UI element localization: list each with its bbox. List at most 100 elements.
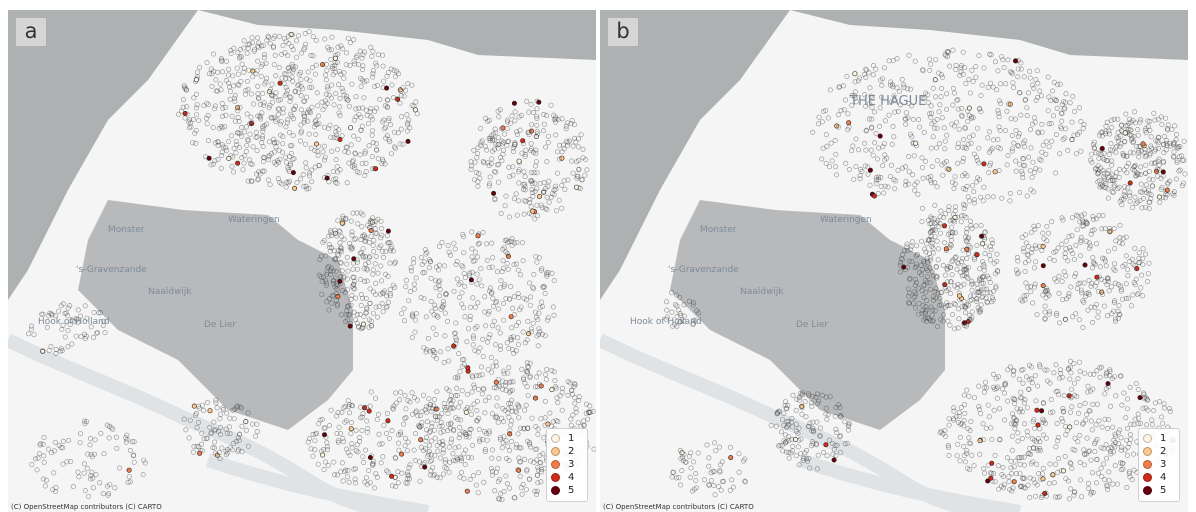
map-point — [1012, 116, 1018, 122]
map-point — [1058, 370, 1064, 376]
map-point — [220, 69, 226, 75]
map-point — [370, 461, 376, 467]
map-point — [1032, 493, 1038, 499]
map-attribution[interactable]: (C) OpenStreetMap contributors (C) CARTO — [11, 503, 162, 511]
map-point — [520, 138, 526, 144]
map-point — [886, 112, 892, 118]
map-point — [1089, 427, 1095, 433]
map-point — [385, 469, 391, 475]
map-point — [995, 107, 1001, 113]
map-point — [193, 128, 199, 134]
map-point — [1076, 129, 1082, 135]
map-point — [1042, 367, 1048, 373]
map-point — [534, 131, 540, 137]
map-point — [131, 439, 137, 445]
map-point — [501, 371, 507, 377]
map-point — [367, 109, 373, 115]
map-point — [926, 56, 932, 62]
map-point — [238, 54, 244, 60]
map-point — [496, 114, 502, 120]
map-point — [34, 467, 40, 473]
map-point — [920, 205, 926, 211]
map-point — [533, 314, 539, 320]
map-point — [337, 280, 343, 286]
map-point — [338, 273, 344, 279]
map-point — [65, 344, 71, 350]
map-point — [1039, 129, 1045, 135]
map-point — [490, 303, 496, 309]
map-point — [829, 158, 835, 164]
map-point — [548, 102, 554, 108]
map-point — [969, 287, 975, 293]
map-point — [509, 236, 515, 242]
map-point — [958, 219, 964, 225]
map-point — [1098, 276, 1104, 282]
map-point — [341, 92, 347, 98]
map-point — [961, 213, 967, 219]
map-point — [794, 428, 800, 434]
map-point — [289, 43, 295, 49]
map-point — [268, 115, 274, 121]
map-point — [938, 72, 944, 78]
map-point — [351, 309, 357, 315]
map-point — [992, 479, 998, 485]
map-point — [532, 163, 538, 169]
map-point — [917, 269, 923, 275]
map-point — [489, 468, 495, 474]
map-point — [261, 52, 267, 58]
map-point — [708, 477, 714, 483]
map-point — [528, 444, 534, 450]
map-point — [269, 93, 275, 99]
map-point — [814, 466, 820, 472]
map-point — [510, 145, 516, 151]
map-point — [965, 141, 971, 147]
map-point — [527, 294, 533, 300]
panel-label: b — [608, 18, 638, 46]
map-point — [1140, 405, 1146, 411]
map-point — [1051, 370, 1057, 376]
map-point — [84, 419, 90, 425]
map-point — [863, 67, 869, 73]
map-point — [311, 124, 317, 130]
map-point — [1077, 402, 1083, 408]
map-point — [961, 272, 967, 278]
map-point — [977, 194, 983, 200]
map-point — [504, 340, 510, 346]
map-point — [996, 110, 1002, 116]
map-point — [871, 193, 877, 199]
map-point — [378, 460, 384, 466]
map-point — [547, 410, 553, 416]
map-point — [352, 151, 358, 157]
map-point — [570, 412, 576, 418]
map-point — [398, 431, 404, 437]
map-point — [267, 40, 273, 46]
map-point — [1115, 315, 1121, 321]
map-point — [964, 302, 970, 308]
map-point — [351, 274, 357, 280]
map-point — [260, 90, 266, 96]
map-point — [334, 180, 340, 186]
map-point — [1089, 265, 1095, 271]
map-point — [948, 243, 954, 249]
map-point — [433, 331, 439, 337]
map-point — [502, 238, 508, 244]
map-point — [1031, 85, 1037, 91]
map-point — [348, 431, 354, 437]
map-point — [955, 160, 961, 166]
map-point — [1024, 105, 1030, 111]
map-point — [229, 133, 235, 139]
map-point — [686, 298, 692, 304]
map-point — [1071, 132, 1077, 138]
map-point — [1122, 194, 1128, 200]
map-point — [371, 237, 377, 243]
map-point — [952, 230, 958, 236]
map-point — [482, 428, 488, 434]
map-point — [964, 184, 970, 190]
map-point — [1042, 303, 1048, 309]
map-point — [264, 75, 270, 81]
map-point — [949, 259, 955, 265]
map-attribution[interactable]: (C) OpenStreetMap contributors (C) CARTO — [603, 503, 754, 511]
map-point — [663, 316, 669, 322]
map-point — [401, 421, 407, 427]
map-point — [904, 248, 910, 254]
